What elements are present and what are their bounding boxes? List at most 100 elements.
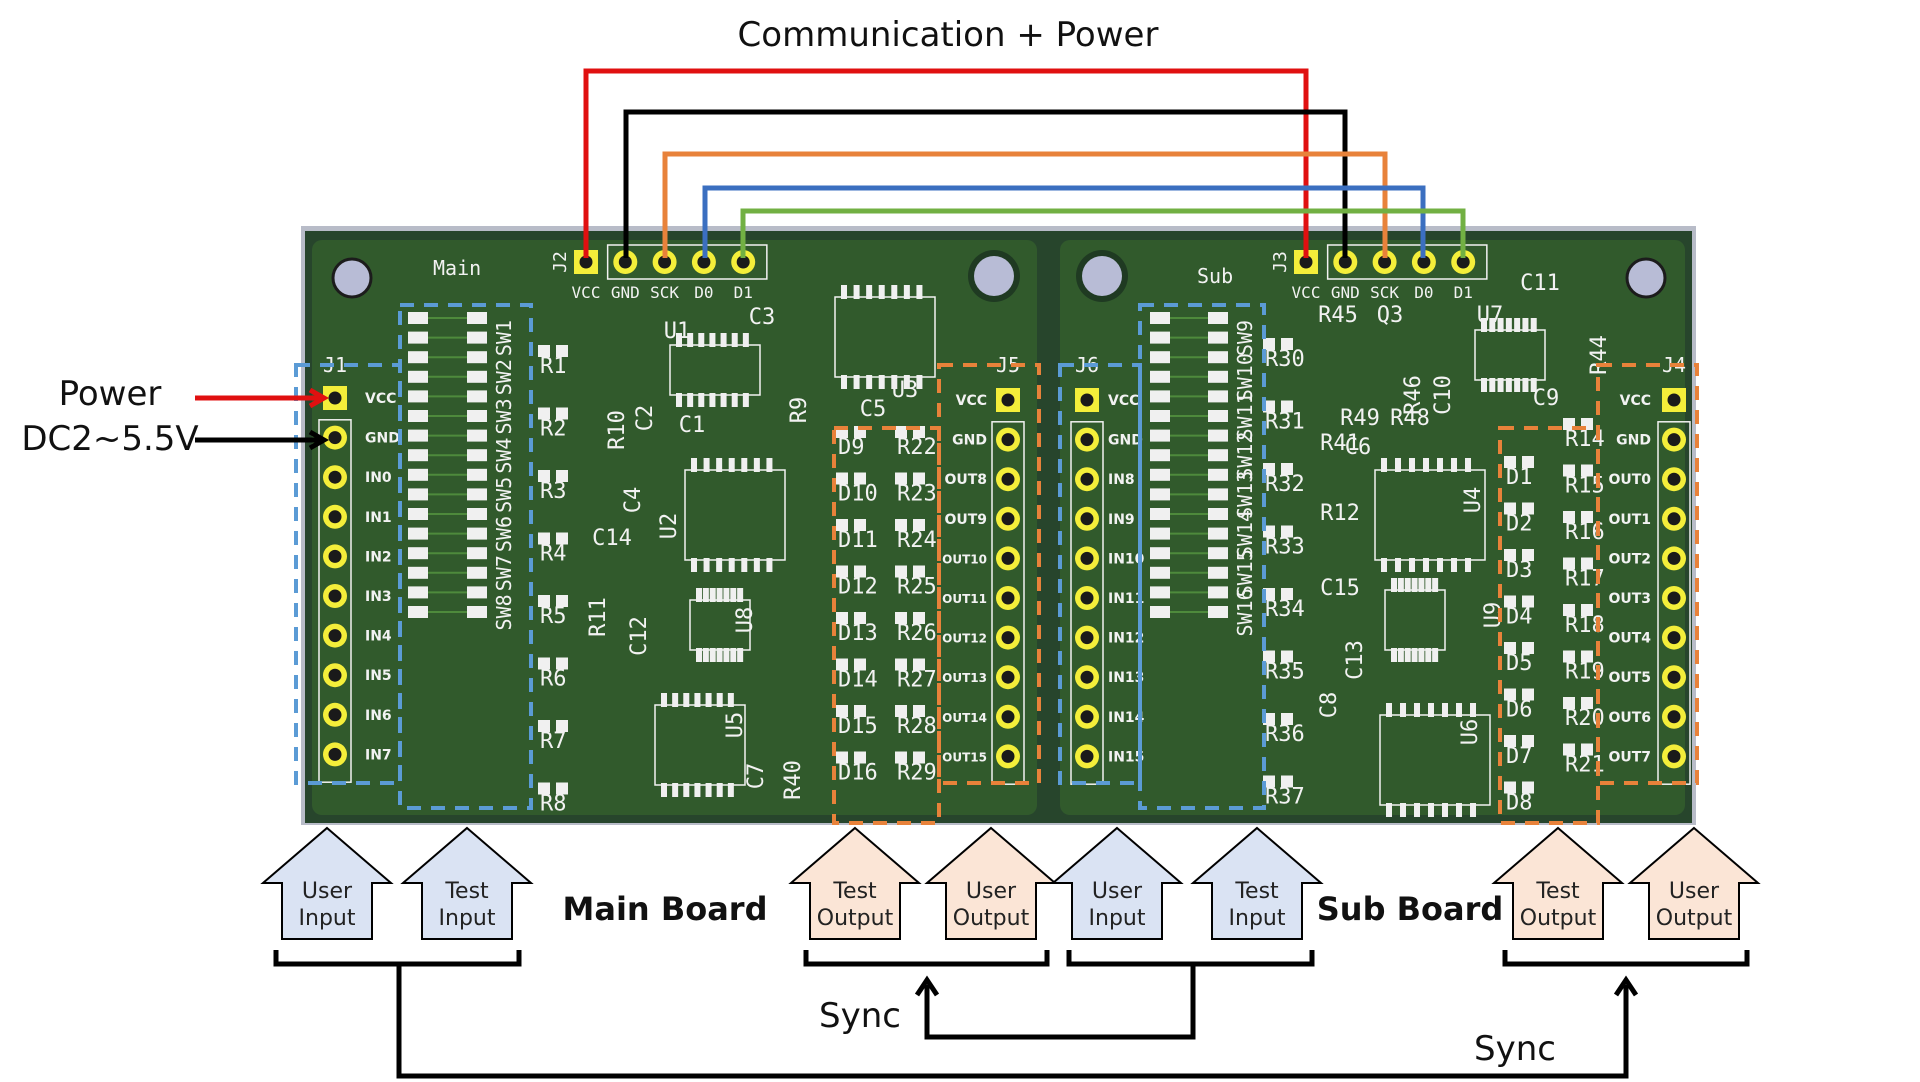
component-label: R5 <box>540 604 567 629</box>
ic-pin <box>1530 378 1537 392</box>
sub-board-label: Sub Board <box>1317 890 1504 928</box>
pad-hole <box>328 510 342 524</box>
switch-pad <box>1208 351 1228 364</box>
board-split <box>1040 231 1058 823</box>
input-arrow <box>260 826 394 940</box>
switch-pad <box>1150 390 1170 403</box>
component-label: R40 <box>781 760 806 800</box>
pad-hole <box>1378 255 1392 269</box>
arrow-label: Test <box>1535 879 1580 904</box>
component-label: D12 <box>838 575 878 600</box>
pad-hole <box>736 255 750 269</box>
switch-label: SW15 <box>1233 549 1257 597</box>
switch-pad <box>408 566 428 579</box>
output-arrow <box>1491 826 1625 940</box>
ic-pin <box>661 783 667 797</box>
smd-pad <box>913 751 925 764</box>
switch-pad <box>408 586 428 599</box>
sync-line-outer <box>396 964 1629 1079</box>
ic-pin <box>1505 318 1512 332</box>
smd-pad <box>895 519 907 531</box>
smd-pad <box>556 782 568 795</box>
component-label: R41 <box>1320 431 1360 456</box>
pin-label: SCK <box>650 283 679 302</box>
ic-pin <box>720 393 727 407</box>
ic-pin <box>1497 318 1504 332</box>
switch-pad <box>1150 488 1170 501</box>
ic-pin <box>723 588 730 602</box>
smd-pad <box>1504 781 1516 794</box>
wire-d1 <box>740 208 1466 258</box>
smd-pad <box>854 705 866 717</box>
smd-pad <box>895 472 907 485</box>
output-group-box <box>1596 363 1699 785</box>
ic-pin <box>731 333 738 347</box>
switch-pad <box>1150 370 1170 383</box>
component-label: R2 <box>540 417 567 442</box>
switch-pad <box>1208 390 1228 403</box>
ic-pin <box>1489 378 1496 392</box>
arrow-label: Output <box>1520 906 1597 931</box>
pin-label: OUT3 <box>1608 591 1651 607</box>
smd-pad <box>836 751 848 764</box>
component-label: R49 <box>1340 406 1380 431</box>
smd-pad <box>1581 557 1593 570</box>
ic-pin <box>1423 558 1429 572</box>
ic-pin <box>1381 558 1387 572</box>
ic-pin <box>694 783 701 797</box>
switch-pad <box>1208 312 1228 324</box>
ic-pin <box>696 588 702 602</box>
ic-pin <box>1497 378 1504 392</box>
switch-pad <box>467 449 487 462</box>
ic-pin <box>1409 458 1415 472</box>
pin-label: VCC <box>1292 283 1321 302</box>
pin-label: D0 <box>1414 283 1433 302</box>
component-label: R6 <box>540 667 567 692</box>
ic-pin <box>698 393 705 407</box>
pin-label: IN6 <box>365 708 392 724</box>
ic-pin <box>694 693 701 707</box>
ic-pin <box>853 285 860 299</box>
component-label: D13 <box>838 621 878 646</box>
pin-label: VCC <box>572 283 601 302</box>
pad-hole <box>328 708 342 722</box>
ic-pin <box>683 783 690 797</box>
switch-label: SW7 <box>492 555 516 591</box>
ic-pin <box>703 558 710 572</box>
ic-pin <box>1437 558 1443 572</box>
switch-pad <box>1208 606 1228 618</box>
connector-ref: J2 <box>550 251 571 273</box>
smd-pad <box>1281 463 1293 475</box>
switch-pad <box>408 488 428 501</box>
component-label: R27 <box>897 668 937 693</box>
switch-pad <box>1150 547 1170 560</box>
component-label: C1 <box>679 413 706 438</box>
switch-pad <box>1208 331 1228 344</box>
component-label: R9 <box>787 397 812 424</box>
connector-ref: J3 <box>1270 251 1291 273</box>
switch-pad <box>1150 331 1170 344</box>
connector-outline <box>606 244 768 280</box>
pin-label: IN5 <box>365 668 392 684</box>
component-label: C7 <box>744 763 769 790</box>
smd-pad <box>538 345 550 357</box>
pad-hole <box>1080 631 1094 645</box>
ic-pin <box>1425 578 1432 592</box>
pin-label: IN12 <box>1108 631 1144 647</box>
pin-label: OUT2 <box>1608 551 1651 567</box>
pad-hole <box>1080 749 1094 763</box>
pin-label: OUT6 <box>1608 710 1651 726</box>
ic-pin <box>730 588 737 602</box>
switch-pad <box>408 429 428 442</box>
switch-pad <box>408 527 428 540</box>
switch-pad <box>1208 547 1228 560</box>
ic-pin <box>1530 318 1537 332</box>
pad-hole <box>328 391 342 405</box>
switch-label: SW11 <box>1233 392 1257 440</box>
pin-label: IN11 <box>1108 591 1144 607</box>
switch-label: SW13 <box>1233 471 1257 519</box>
arrow-label: Input <box>1089 906 1146 931</box>
ic-pin <box>1522 378 1529 392</box>
component-label: R45 <box>1318 303 1358 328</box>
ic-pin <box>891 285 898 299</box>
